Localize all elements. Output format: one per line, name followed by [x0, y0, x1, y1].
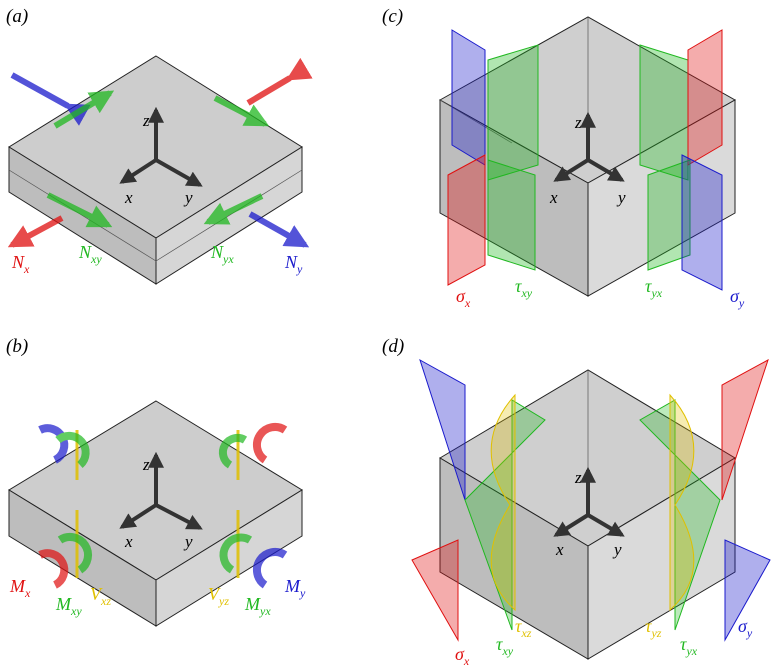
- panel-c-label: (c): [382, 6, 403, 27]
- axis-y-label: y: [612, 540, 622, 559]
- stress-tyz-parabola-right: [669, 393, 695, 612]
- stress-tyx-block-upper: [639, 44, 689, 181]
- label-tyx: τyx: [645, 276, 663, 300]
- stress-sx-triangle-right: [721, 358, 769, 501]
- label-myx: Myx: [244, 594, 271, 618]
- axis-x-label: x: [124, 532, 133, 551]
- label-sy: σy: [730, 286, 745, 310]
- force-nx-arrows: [7, 57, 313, 248]
- axis-z-label: z: [574, 468, 582, 487]
- axis-z-label: z: [142, 111, 150, 130]
- label-mx: Mx: [9, 576, 31, 600]
- panel-b: (b) z x y: [6, 336, 306, 627]
- stress-txy-block-upper: [487, 44, 539, 181]
- label-txy: τxy: [496, 634, 514, 658]
- panel-d: (d) z x y: [382, 336, 771, 668]
- axis-x-label: x: [555, 540, 564, 559]
- moment-arcs: [38, 422, 288, 589]
- label-ny: Ny: [284, 252, 303, 276]
- force-ny-arrows: [10, 72, 310, 248]
- label-sx: σx: [455, 644, 470, 668]
- label-vxz: Vxz: [90, 584, 111, 608]
- axis-y-label: y: [616, 188, 626, 207]
- label-sx: σx: [456, 286, 471, 310]
- axes-b: [119, 451, 203, 530]
- stress-txy-block-lower: [487, 159, 536, 271]
- label-txy: τxy: [515, 276, 533, 300]
- stress-tyx-block-lower: [647, 159, 691, 271]
- label-my: My: [284, 576, 306, 600]
- label-nyx: Nyx: [210, 242, 234, 266]
- axis-z-label: z: [142, 455, 150, 474]
- stress-sy-triangle-right: [724, 539, 771, 642]
- axes-a: [119, 106, 203, 187]
- stress-sy-block-upper: [451, 29, 486, 166]
- cube-c: [438, 16, 737, 297]
- panel-c: (c) z x y: [382, 6, 745, 310]
- stress-tyx-triangle-right: [639, 399, 721, 631]
- label-vyz: Vyz: [208, 584, 229, 608]
- stress-sy-block-lower: [681, 154, 723, 291]
- plate-a: [8, 55, 303, 285]
- force-nxy-arrows: [46, 90, 270, 228]
- label-tyz: τyz: [645, 616, 662, 640]
- stress-sx-block-lower: [447, 154, 486, 286]
- axis-y-label: y: [183, 188, 193, 207]
- stress-sx-triangle-left: [411, 539, 459, 642]
- stress-sx-block-upper-right: [687, 29, 723, 166]
- label-txz: τxz: [515, 616, 532, 640]
- stress-sy-triangle-left: [419, 358, 466, 501]
- label-mxy: Mxy: [55, 594, 82, 618]
- cube-d: [439, 369, 736, 660]
- axis-x-label: x: [124, 188, 133, 207]
- label-nxy: Nxy: [78, 242, 102, 266]
- axis-y-label: y: [183, 532, 193, 551]
- axes-c: [553, 111, 625, 182]
- stress-txz-parabola-left: [490, 393, 516, 612]
- label-nx: Nx: [11, 252, 30, 276]
- stress-txy-triangle-left: [464, 399, 546, 631]
- label-sy: σy: [738, 616, 753, 640]
- panel-a-label: (a): [6, 6, 28, 27]
- panel-a: (a) z x y: [6, 6, 313, 285]
- axis-z-label: z: [574, 113, 582, 132]
- label-tyx: τyx: [680, 634, 698, 658]
- axis-x-label: x: [549, 188, 558, 207]
- axes-d: [553, 466, 625, 537]
- panel-d-label: (d): [382, 336, 404, 357]
- panel-b-label: (b): [6, 336, 28, 357]
